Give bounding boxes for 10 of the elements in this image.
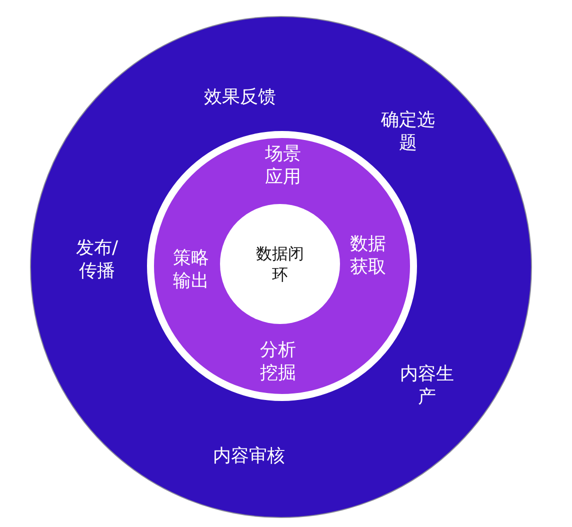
ring-label: 发布/传播	[74, 236, 120, 284]
ring-label: 内容审核	[212, 444, 286, 468]
ring-label: 分析挖掘	[258, 338, 297, 386]
ring-label: 内容生产	[399, 362, 455, 410]
ring-label: 数据获取	[348, 232, 387, 280]
ring-label: 数据闭环	[254, 244, 305, 286]
ring-label: 策略输出	[172, 246, 210, 294]
ring-label: 效果反馈	[203, 85, 277, 109]
ring-label: 确定选题	[380, 108, 436, 156]
ring-label: 场景应用	[264, 142, 302, 190]
